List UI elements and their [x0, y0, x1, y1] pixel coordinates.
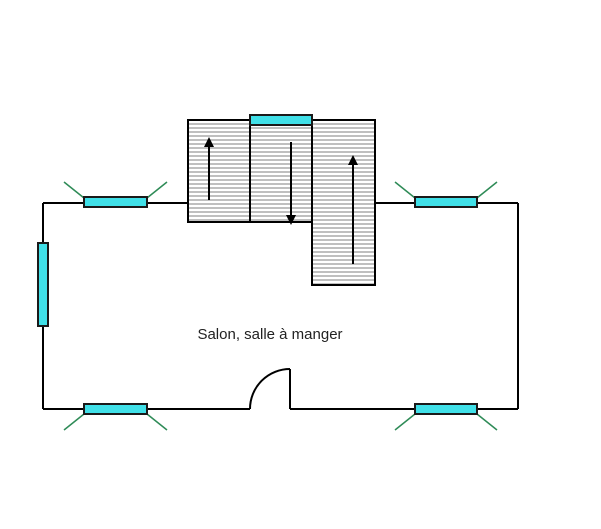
windows	[37, 114, 498, 431]
door-swing-arc	[249, 368, 291, 410]
window-top-right	[394, 181, 498, 208]
staircase	[187, 119, 376, 286]
walls	[42, 202, 519, 410]
stair-flight-3-outline	[311, 119, 376, 286]
window-left	[37, 242, 49, 327]
room-label: Salon, salle à manger	[197, 326, 343, 343]
stair-flight-3	[312, 123, 375, 285]
stair-flight-2-outline	[249, 119, 313, 223]
stair-flight-1	[188, 123, 250, 221]
stair-flight-1-outline	[187, 119, 251, 223]
door	[249, 368, 291, 410]
window-bottom-right	[394, 403, 498, 431]
window-top-left	[63, 181, 168, 208]
stair-flight-2	[250, 123, 312, 221]
window-bottom-left	[63, 403, 168, 431]
window-stair-top	[249, 114, 313, 126]
